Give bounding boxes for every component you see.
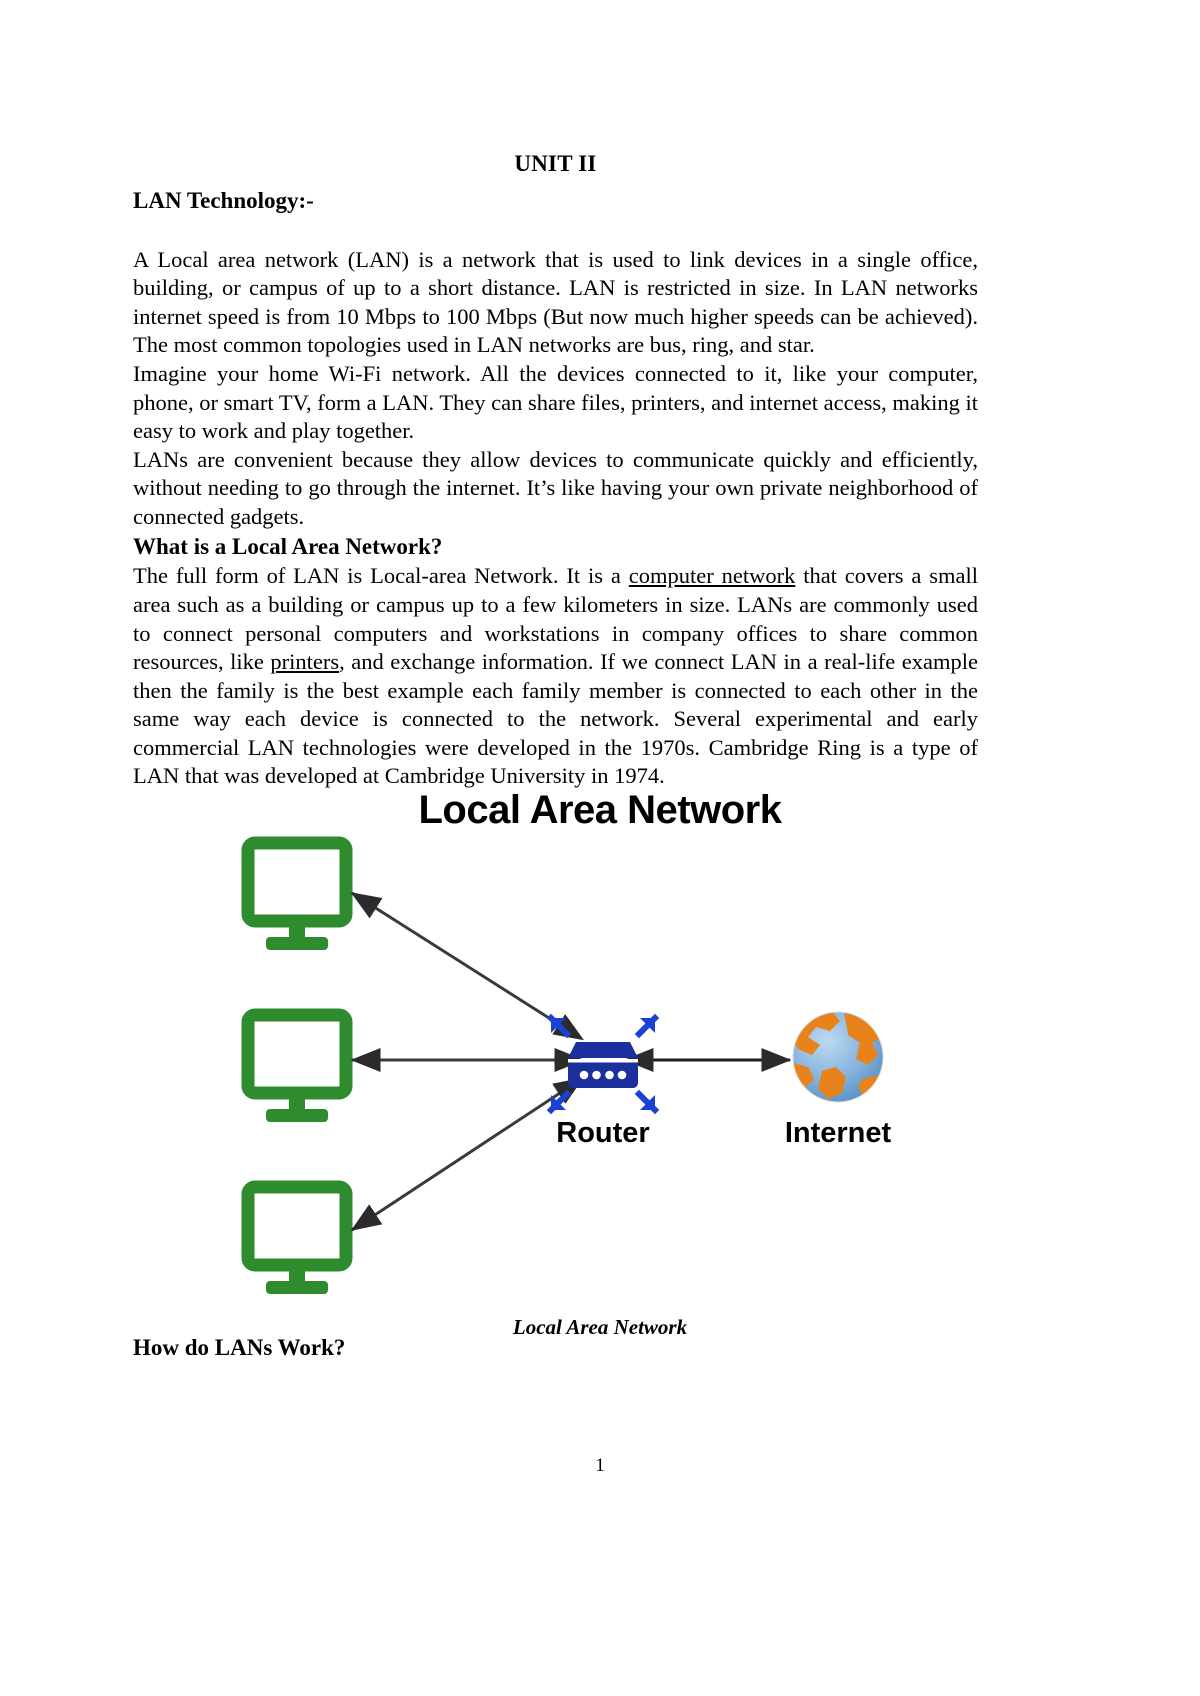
link-computer1-router (350, 891, 585, 1041)
link-computer3-router (350, 1077, 584, 1232)
heading-how-do-lans-work: How do LANs Work? (133, 1335, 346, 1360)
lan-diagram-figure: Local Area Network (0, 775, 1200, 1375)
router-label: Router (556, 1117, 649, 1149)
figure-title: Local Area Network (418, 788, 782, 832)
figure-caption: Local Area Network (512, 1315, 688, 1339)
router-icon (546, 1013, 660, 1115)
paragraph-4-text-a: The full form of LAN is Local-area Netwo… (133, 563, 629, 589)
computer-2 (241, 1008, 353, 1122)
paragraph-4-text-c: , and exchange information. If we connec… (133, 649, 978, 789)
paragraph-3: LANs are convenient because they allow d… (133, 446, 978, 529)
link-computer-network[interactable]: computer network (628, 563, 796, 589)
computer-3 (241, 1180, 353, 1294)
paragraph-4: The full form of LAN is Local-area Netwo… (133, 562, 978, 791)
paragraph-2: Imagine your home Wi-Fi network. All the… (133, 361, 978, 444)
lan-diagram-svg: Router Internet (241, 836, 892, 1294)
paragraph-4-text-b: that covers a small area such as a build… (133, 563, 978, 675)
unit-title: UNIT II (514, 151, 597, 176)
paragraph-1: A Local area network (LAN) is a network … (133, 246, 978, 358)
computer-1 (241, 836, 353, 950)
page-number: 1 (595, 1455, 605, 1476)
document-body: UNIT II LAN Technology:- A Local area ne… (133, 150, 978, 791)
internet-globe-icon (792, 1011, 884, 1103)
topic-heading: LAN Technology:- (133, 187, 314, 213)
heading-what-is-lan: What is a Local Area Network? (133, 534, 443, 560)
internet-label: Internet (785, 1117, 892, 1149)
link-printers[interactable]: printers (270, 649, 340, 675)
